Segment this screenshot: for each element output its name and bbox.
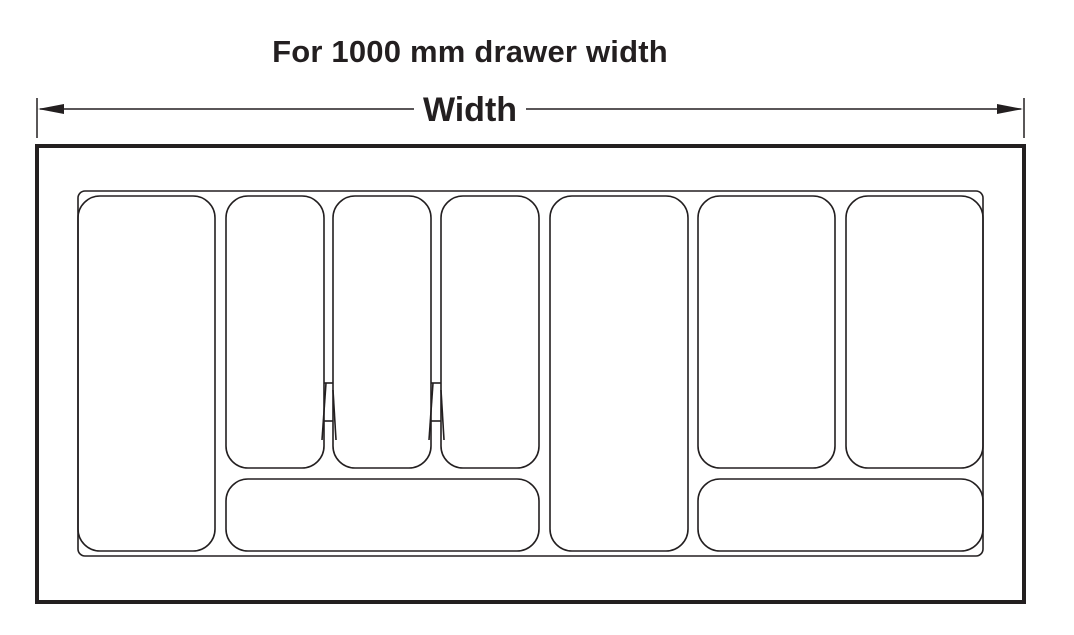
compartment-center-tall	[549, 195, 689, 552]
cutlery-insert	[77, 190, 984, 557]
compartment-small-2	[332, 195, 432, 469]
insert-frame	[77, 190, 984, 557]
arrowhead-right-icon	[997, 104, 1023, 114]
compartment-right-2	[845, 195, 984, 469]
compartment-right-1	[697, 195, 836, 469]
dimension-label: Width	[423, 91, 517, 129]
compartment-left-tall	[77, 195, 216, 552]
diagram-title: For 1000 mm drawer width	[272, 34, 668, 69]
divider-detail-1	[321, 382, 337, 441]
compartment-small-3	[440, 195, 540, 469]
compartment-small-1	[225, 195, 325, 469]
compartment-bottom-right-wide	[697, 478, 984, 552]
drawer-outline	[35, 144, 1026, 604]
compartment-bottom-left-wide	[225, 478, 540, 552]
divider-detail-2	[428, 382, 445, 441]
arrowhead-left-icon	[38, 104, 64, 114]
width-dimension: Width	[36, 91, 1025, 138]
